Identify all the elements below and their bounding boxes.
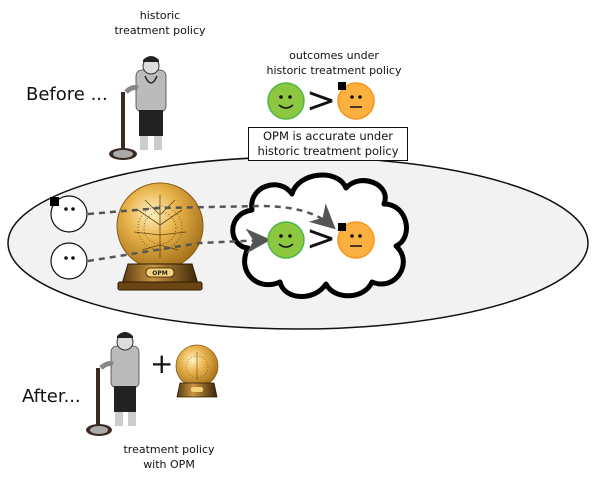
- accuracy-note-line1: OPM is accurate under: [262, 129, 394, 143]
- before-label: Before ...: [26, 84, 108, 105]
- historic-policy-label: historic treatment policy: [100, 8, 220, 38]
- opm-crystal-ball-small-icon: [175, 344, 219, 398]
- opm-policy-label-line2: with OPM: [143, 458, 195, 471]
- doctor-before-icon: [109, 56, 167, 160]
- neutral-face-predicted: [337, 221, 375, 259]
- patient-face-untreated: [50, 242, 88, 280]
- happy-face-predicted: [267, 221, 305, 259]
- patient-face-treated: [50, 195, 88, 233]
- historic-policy-label-line2: treatment policy: [114, 24, 206, 37]
- accuracy-note: OPM is accurate under historic treatment…: [248, 127, 408, 161]
- comparison-symbol-before: >: [306, 80, 337, 121]
- opm-badge-text: OPM: [152, 270, 167, 277]
- outcomes-label: outcomes under historic treatment policy: [244, 48, 424, 78]
- opm-crystal-ball-icon: [116, 182, 204, 291]
- opm-policy-label: treatment policy with OPM: [104, 442, 234, 472]
- outcomes-label-line1: outcomes under: [289, 49, 379, 62]
- outcomes-label-line2: historic treatment policy: [266, 64, 402, 77]
- arrow-untreated-to-outcome: [87, 228, 271, 263]
- after-label: After...: [22, 386, 81, 407]
- plus-symbol: +: [150, 347, 174, 380]
- doctor-after-icon: [86, 332, 140, 436]
- neutral-face-before: [337, 82, 375, 120]
- historic-policy-label-line1: historic: [139, 9, 181, 22]
- opm-policy-label-line1: treatment policy: [123, 443, 215, 456]
- happy-face-before: [267, 82, 305, 120]
- comparison-symbol-predicted: >: [306, 218, 337, 259]
- accuracy-note-line2: historic treatment policy: [257, 144, 399, 158]
